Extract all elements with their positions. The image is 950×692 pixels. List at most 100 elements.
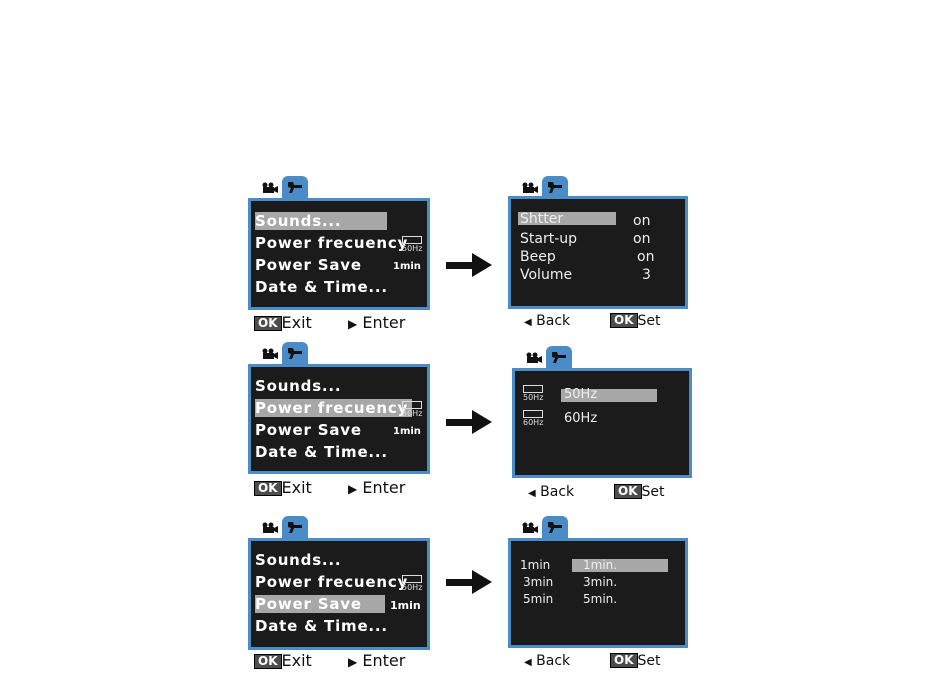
sounds-item-startup[interactable]: Start-up	[520, 231, 578, 247]
ok-button[interactable]: OK	[614, 484, 642, 499]
tab-settings[interactable]	[282, 176, 308, 198]
sounds-item-volume[interactable]: Volume	[520, 267, 573, 283]
enter-label: Enter	[362, 478, 406, 497]
power-save-value: 1min	[393, 426, 421, 437]
frequency-option-50hz[interactable]: 50Hz	[564, 387, 598, 402]
power-save-option-3min[interactable]: 3min.	[583, 575, 618, 589]
frequency-50hz-icon: 50Hz	[402, 236, 422, 254]
exit-label: Exit	[281, 313, 312, 332]
ok-button[interactable]: OK	[610, 313, 638, 328]
tab-settings[interactable]	[546, 346, 572, 368]
ok-button[interactable]: OK	[254, 316, 282, 331]
menu-item-date-time[interactable]: Date & Time...	[255, 278, 388, 296]
ok-button[interactable]: OK	[610, 653, 638, 668]
menu-panel-frequency-selected: Sounds... Power frecuency 50Hz Power Sav…	[248, 342, 438, 502]
enter-hint: ▶ Enter	[348, 314, 405, 333]
movie-camera-icon	[522, 182, 538, 193]
frequency-value: 50Hz	[402, 244, 423, 253]
power-save-value: 1min	[393, 261, 421, 272]
sounds-item-volume-value: 3	[642, 267, 651, 283]
selection-highlight	[561, 389, 657, 402]
power-save-option-1min[interactable]: 1min.	[583, 558, 618, 572]
tab-movie[interactable]	[526, 352, 542, 364]
menu-item-sounds[interactable]: Sounds...	[255, 551, 342, 569]
menu-item-sounds[interactable]: Sounds...	[255, 377, 342, 395]
sounds-item-beep-value: on	[637, 249, 655, 265]
frequency-option-60hz[interactable]: 60Hz	[564, 411, 598, 426]
wrench-icon	[288, 182, 302, 193]
back-label[interactable]: Back	[540, 484, 575, 500]
frequency-50hz-icon: 50Hz	[523, 385, 543, 403]
sounds-item-shutter-value: on	[633, 213, 651, 229]
menu-item-power-frequency[interactable]: Power frecuency	[255, 234, 409, 252]
exit-label: Exit	[281, 478, 312, 497]
menu-item-power-save[interactable]: Power Save	[255, 595, 385, 613]
power-save-value: 1min	[390, 599, 421, 612]
frequency-screen: 50Hz 50Hz 60Hz 60Hz	[512, 368, 692, 478]
sub-footer: ◀ Back	[524, 312, 570, 332]
frequency-icon-label: 60Hz	[523, 418, 544, 427]
power-save-current-5min: 5min	[523, 592, 554, 606]
menu-screen: Sounds... Power frecuency 50Hz Power Sav…	[248, 364, 430, 474]
ok-button[interactable]: OK	[254, 654, 282, 669]
tab-bar	[522, 176, 582, 198]
wrench-icon	[552, 352, 566, 363]
enter-label: Enter	[362, 313, 406, 332]
sounds-screen: Shtter on Start-up on Beep on Volume 3	[508, 196, 688, 309]
sounds-item-shutter[interactable]: Shtter	[520, 211, 564, 227]
sub-footer: ◀ Back	[524, 652, 570, 672]
menu-panel-sounds-selected: Sounds... Power frecuency 50Hz Power Sav…	[248, 176, 438, 336]
back-arrow-icon: ◀	[524, 657, 532, 668]
menu-item-power-save[interactable]: Power Save	[255, 421, 362, 439]
tab-movie[interactable]	[522, 182, 538, 194]
back-label[interactable]: Back	[536, 313, 571, 329]
menu-item-power-save[interactable]: Power Save	[255, 256, 362, 274]
movie-camera-icon	[262, 522, 278, 533]
ok-button[interactable]: OK	[254, 481, 282, 496]
wrench-icon	[548, 182, 562, 193]
tab-movie[interactable]	[262, 182, 278, 194]
power-save-option-5min[interactable]: 5min.	[583, 592, 618, 606]
sounds-item-beep[interactable]: Beep	[520, 249, 556, 265]
back-label[interactable]: Back	[536, 653, 571, 669]
power-save-submenu-panel: 1min 1min. 3min 3min. 5min 5min. ◀ Back …	[508, 516, 693, 676]
enter-hint: ▶ Enter	[348, 479, 405, 498]
movie-camera-icon	[262, 182, 278, 193]
menu-panel-power-save-selected: Sounds... Power frecuency 50Hz Power Sav…	[248, 516, 438, 676]
movie-camera-icon	[526, 352, 542, 363]
play-arrow-icon: ▶	[348, 655, 358, 669]
menu-item-date-time[interactable]: Date & Time...	[255, 617, 388, 635]
menu-item-date-time[interactable]: Date & Time...	[255, 443, 388, 461]
wrench-icon	[288, 522, 302, 533]
menu-screen: Sounds... Power frecuency 50Hz Power Sav…	[248, 538, 430, 650]
tab-movie[interactable]	[262, 522, 278, 534]
enter-hint: ▶ Enter	[348, 652, 405, 671]
tab-bar	[262, 516, 322, 538]
sub-footer: ◀ Back	[528, 483, 574, 503]
power-save-screen: 1min 1min. 3min 3min. 5min 5min.	[508, 538, 688, 648]
tab-settings[interactable]	[542, 176, 568, 198]
sounds-item-startup-value: on	[633, 231, 651, 247]
tab-movie[interactable]	[262, 348, 278, 360]
frequency-value: 50Hz	[402, 583, 423, 592]
enter-label: Enter	[362, 651, 406, 670]
menu-item-power-frequency[interactable]: Power frecuency	[255, 573, 409, 591]
set-label: Set	[637, 313, 661, 329]
tab-movie[interactable]	[522, 522, 538, 534]
wrench-icon	[288, 348, 302, 359]
power-save-current-1min: 1min	[520, 558, 551, 572]
wrench-icon	[548, 522, 562, 533]
frequency-value: 50Hz	[402, 409, 423, 418]
tab-settings[interactable]	[282, 342, 308, 364]
back-arrow-icon: ◀	[524, 317, 532, 328]
menu-item-sounds[interactable]: Sounds...	[255, 212, 387, 230]
tab-settings[interactable]	[282, 516, 308, 538]
tab-settings[interactable]	[542, 516, 568, 538]
menu-item-power-frequency[interactable]: Power frecuency	[255, 399, 413, 417]
right-arrow-icon	[446, 253, 492, 277]
right-arrow-icon	[446, 570, 492, 594]
